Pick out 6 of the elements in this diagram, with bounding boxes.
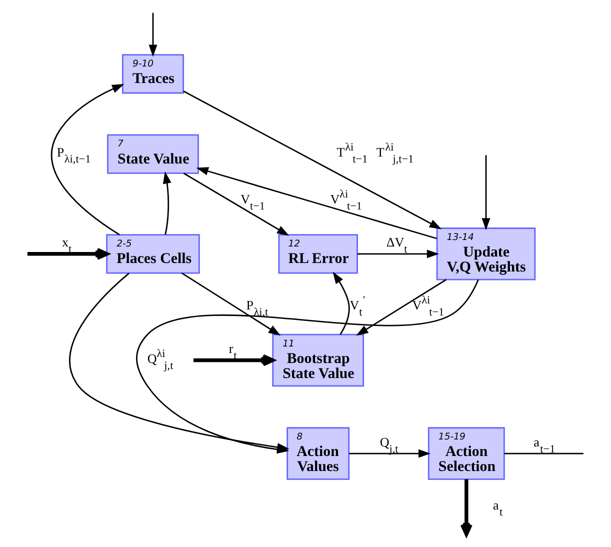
- edge-label: ΔV$_{t}$: [386, 234, 408, 256]
- edge-label: V$_{t−1}$: [240, 191, 266, 212]
- edge-label: a$_{t}$: [492, 498, 503, 519]
- edge-label: P$_{λi,t−1}$: [56, 144, 91, 166]
- edge-label: a$_{t−1}$: [534, 434, 556, 456]
- edge-label: P$_{λi,t}$: [246, 298, 268, 319]
